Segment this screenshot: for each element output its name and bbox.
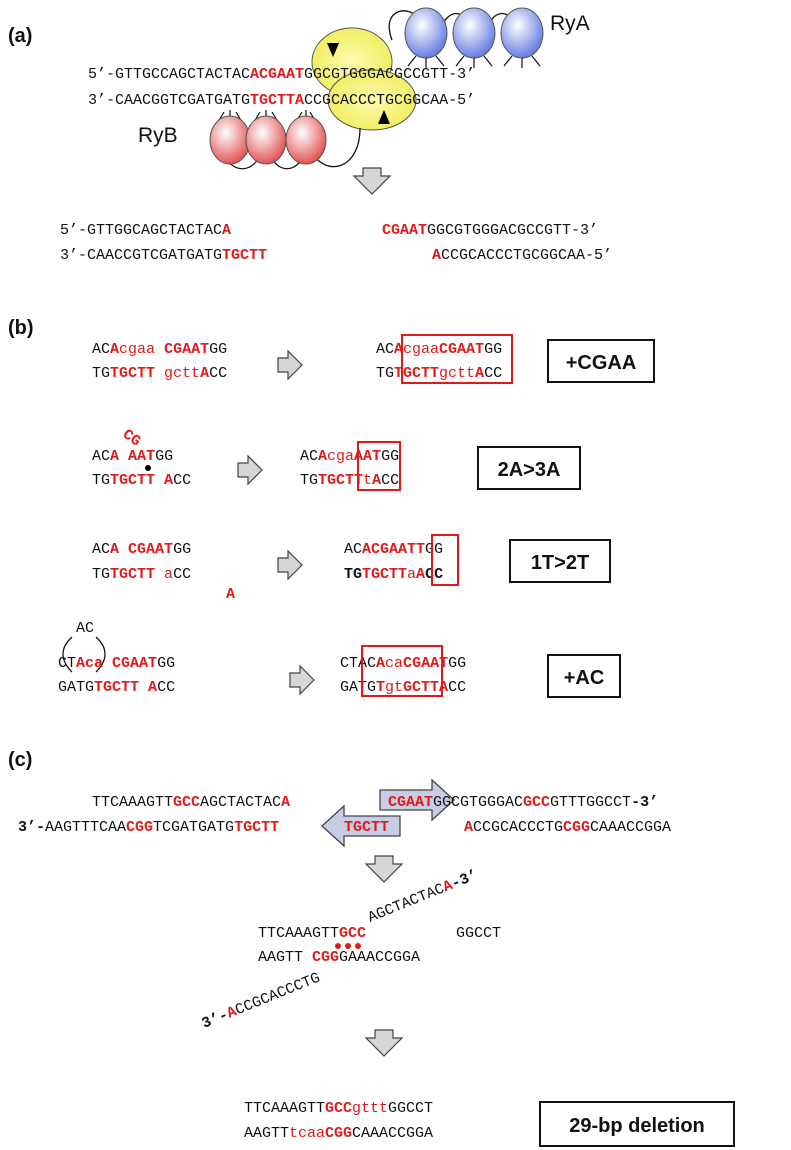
right-arrow-icon (237, 454, 263, 486)
row4-loop: AC (76, 620, 94, 637)
panel-a-label: (a) (8, 25, 32, 47)
cleaved-bottom-right: ACCGCACCCTGCGGCAA-5’ (432, 247, 612, 264)
row2-result-label: 2A>3A (498, 459, 561, 481)
row4-result-box (547, 654, 621, 698)
row4-loop-bracket-left (62, 636, 73, 673)
row3-highlight-box (431, 534, 459, 586)
row2-right-top: ACAcgaAATGG (300, 448, 399, 465)
row3-left-top: ACA CGAATGG (92, 541, 191, 558)
row1-result-box (547, 339, 655, 383)
row4-highlight-box (361, 645, 443, 697)
row3-result-label: 1T>2T (531, 552, 589, 574)
down-arrow-icon (364, 855, 404, 883)
row4-result-label: +AC (564, 667, 605, 689)
dna-top-strand: 5’-GTTGCCAGCTACTACACGAATGGCGTGGGACGCCGTT… (88, 66, 475, 83)
row2-right-bottom: TGTGCTTtACC (300, 472, 399, 489)
row4-left-top: CTAca CGAATGG (58, 655, 175, 672)
cut-site-top-icon (327, 43, 339, 57)
c-final-top-strand: TTCAAAGTTGCCgtttGGCCT (244, 1100, 433, 1117)
row2-highlight-box (357, 441, 401, 491)
c-mid-bottom-strand: AAGTT CGGGAAACCGGA (258, 949, 420, 966)
row2-left-top: ACA AATGG (92, 448, 173, 465)
row3-right-top: ACACGAATTGG (344, 541, 443, 558)
row1-left-top: ACAcgaa CGAATGG (92, 341, 227, 358)
ryb-zinc-finger-array (209, 110, 361, 170)
row1-highlight-box (401, 334, 513, 384)
dna-bottom-strand: 3’-CAACGGTCGATGATGTGCTTACCGCACCCTGCGGCAA… (88, 92, 475, 109)
row3-right-bottom: TGTGCTTaACC (344, 566, 443, 583)
down-arrow-icon (364, 1029, 404, 1057)
row4-left-bottom: GATGTGCTT ACC (58, 679, 175, 696)
row3-extra-base: A (226, 586, 235, 603)
row3-result-box (509, 539, 611, 583)
row2-result-box (477, 446, 581, 490)
reverse-arrow-icon (321, 804, 401, 848)
row3-left-bottom: TGTGCTT aCC (92, 566, 191, 583)
c-final-bottom-strand: AAGTTtcaaCGGCAAACCGGA (244, 1125, 433, 1142)
c-mid-top-strand: TTCAAAGTTGCC (258, 925, 366, 942)
rya-label: RyA (550, 12, 590, 35)
c-top-right-strand: CGAATGGCGTGGGACGCCGTTTGGCCT-3’ (388, 794, 658, 811)
panel-c-label: (c) (8, 749, 32, 771)
c-mid-top-right: GGCCT (456, 925, 501, 942)
row2-flap: CG (119, 426, 144, 450)
right-arrow-icon (277, 349, 303, 381)
c-bottom-left-strand: 3’-AAGTTTCAACGGTCGATGATGTGCTT (18, 819, 279, 836)
row1-right-top: ACAcgaaCGAATGG (376, 341, 502, 358)
row1-right-bottom: TGTGCTTgcttACC (376, 365, 502, 382)
right-arrow-icon (289, 664, 315, 696)
cleaved-top-right: CGAATGGCGTGGGACGCCGTT-3’ (382, 222, 598, 239)
right-arrow-icon (277, 549, 303, 581)
row1-result-label: +CGAA (566, 352, 637, 374)
deletion-result-box (539, 1101, 735, 1147)
deletion-result-label: 29-bp deletion (569, 1115, 705, 1137)
down-arrow-icon (352, 167, 392, 195)
row4-loop-bracket-right (95, 636, 106, 673)
base-pair-dots (335, 943, 361, 949)
cut-site-bottom-icon (378, 110, 390, 124)
c-top-left-strand: TTCAAAGTTGCCAGCTACTACA (92, 794, 290, 811)
row2-pair-dot (145, 465, 151, 471)
rya-zinc-finger-array (388, 7, 544, 68)
cleaved-top-left: 5’-GTTGGCAGCTACTACA (60, 222, 231, 239)
row1-left-bottom: TGTGCTT gcttACC (92, 365, 227, 382)
c-top-right-overlay: TGCTT (344, 819, 389, 836)
ryb-label: RyB (138, 124, 178, 147)
c-bottom-right-strand: ACCGCACCCTGCGGCAAACCGGA (464, 819, 671, 836)
cleaved-bottom-left: 3’-CAACCGTCGATGATGTGCTT (60, 247, 267, 264)
row2-left-bottom: TGTGCTT ACC (92, 472, 191, 489)
c-flap-down: 3’-ACCGCACCCTG (200, 970, 323, 1033)
row4-right-bottom: GATGTgtGCTTACC (340, 679, 466, 696)
row4-right-top: CTACAcaCGAATGG (340, 655, 466, 672)
forward-arrow-icon (379, 778, 455, 822)
panel-b-label: (b) (8, 317, 34, 339)
